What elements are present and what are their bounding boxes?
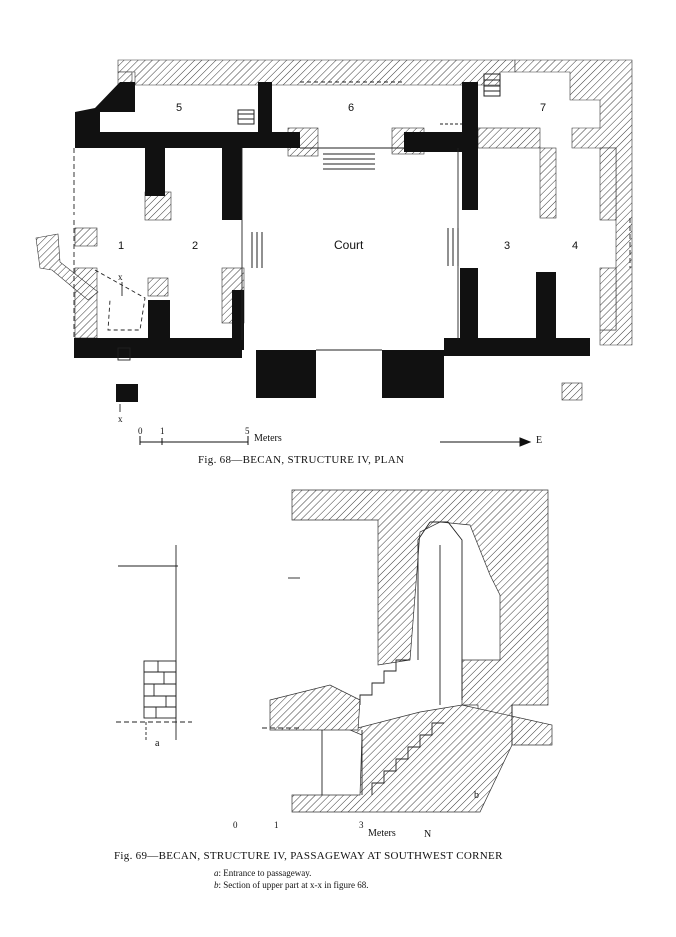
room-label: 7	[540, 102, 547, 114]
legend-key: a	[214, 868, 219, 878]
fig69-caption: Fig. 69—BECAN, STRUCTURE IV, PASSAGEWAY …	[114, 850, 503, 862]
north-label: E	[536, 435, 543, 446]
fig69-label-b: b	[474, 790, 479, 801]
fig68-solid-walls	[74, 82, 590, 402]
legend-text: : Entrance to passageway.	[218, 868, 312, 878]
fig68-scale-bar	[139, 436, 249, 445]
scale-tick: 0	[138, 426, 143, 436]
legend-key: b	[214, 880, 219, 890]
fig69-legend-item: b: Section of upper part at x-x in figur…	[214, 880, 368, 890]
north-label: N	[424, 829, 432, 840]
scale-tick: 1	[274, 820, 279, 830]
fig68-plan-drawing	[35, 59, 633, 447]
section-mark: x	[118, 414, 123, 424]
room-label: 6	[348, 102, 355, 114]
fig68-north-arrow	[440, 437, 532, 447]
court-label: Court	[334, 238, 364, 252]
fig68-outline-lines	[73, 81, 631, 412]
fig68-caption: Fig. 68—BECAN, STRUCTURE IV, PLAN	[198, 454, 405, 466]
legend-text: : Section of upper part at x-x in figure…	[218, 880, 369, 890]
scale-unit: Meters	[254, 433, 282, 444]
fig69b-outline-lines	[262, 521, 513, 795]
fig69-section-drawing	[116, 489, 553, 813]
section-mark: x	[118, 272, 123, 282]
room-label: 2	[192, 240, 199, 252]
room-label: 4	[572, 240, 579, 252]
fig69-label-a: a	[155, 738, 160, 749]
scale-tick: 1	[160, 426, 165, 436]
scale-tick: 0	[233, 820, 238, 830]
room-label: 3	[504, 240, 511, 252]
fig69-legend-item: a: Entrance to passageway.	[214, 868, 311, 878]
scale-tick: 5	[245, 426, 250, 436]
scale-tick: 3	[359, 820, 364, 830]
room-label: 5	[176, 102, 183, 114]
fig69a-entrance	[116, 545, 192, 740]
room-label: 1	[118, 240, 125, 252]
scale-unit: Meters	[368, 828, 396, 839]
fig68-stair-marks	[237, 73, 501, 268]
fig69b-hatched-masonry	[269, 489, 553, 813]
